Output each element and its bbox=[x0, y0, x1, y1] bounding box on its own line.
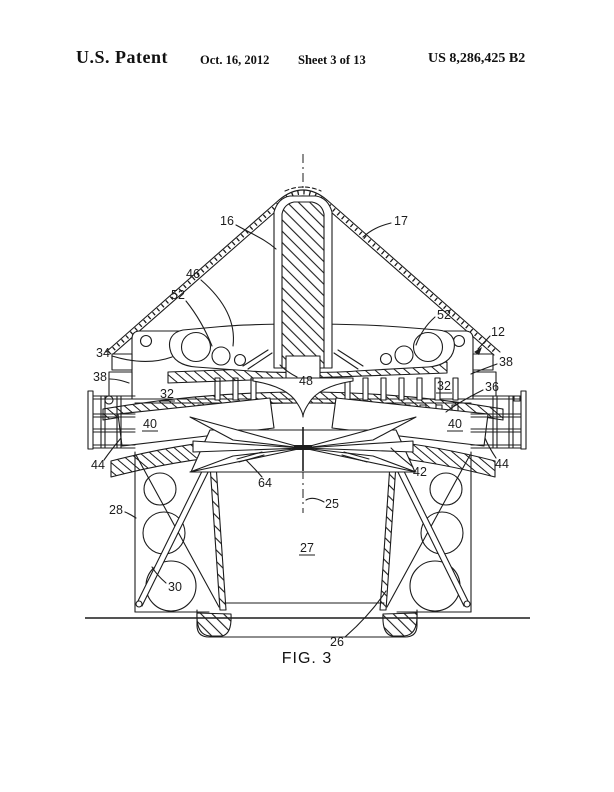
leader-38-right bbox=[470, 363, 498, 375]
bin-and-base bbox=[85, 602, 530, 638]
ref-label-16: 16 bbox=[220, 214, 234, 228]
leader-34 bbox=[111, 355, 173, 362]
left-side-rails bbox=[87, 390, 136, 450]
header-patent-number: US 8,286,425 B2 bbox=[428, 51, 526, 66]
leader-44-right bbox=[484, 437, 497, 459]
ref-label-38R: 38 bbox=[499, 355, 513, 369]
leader-38-left bbox=[109, 378, 130, 384]
ref-label-30: 30 bbox=[168, 580, 182, 594]
ref-label-12: 12 bbox=[491, 325, 505, 339]
leader-52-right bbox=[415, 316, 436, 346]
figure-caption: FIG. 3 bbox=[281, 650, 333, 667]
ref-label-40R: 40 bbox=[448, 417, 462, 431]
ref-label-36: 36 bbox=[485, 380, 499, 394]
ref-label-52R: 52 bbox=[437, 308, 451, 322]
leader-25 bbox=[305, 497, 325, 503]
leader-42 bbox=[390, 447, 414, 468]
ref-label-48: 48 bbox=[299, 374, 313, 388]
header-title: U.S. Patent bbox=[76, 47, 168, 67]
ref-label-42: 42 bbox=[413, 465, 427, 479]
leader-26 bbox=[344, 590, 387, 638]
ref-label-28: 28 bbox=[109, 503, 123, 517]
ref-label-17: 17 bbox=[394, 214, 408, 228]
leader-44-left bbox=[103, 437, 122, 461]
central-mast bbox=[273, 195, 333, 369]
ref-label-32L: 32 bbox=[160, 387, 174, 401]
ref-label-40L: 40 bbox=[143, 417, 157, 431]
ref-label-38L: 38 bbox=[93, 370, 107, 384]
right-side-rails bbox=[470, 390, 527, 450]
ref-label-26: 26 bbox=[330, 635, 344, 649]
leader-30 bbox=[151, 566, 167, 584]
left-support-leg bbox=[134, 449, 227, 613]
ref-label-27: 27 bbox=[300, 541, 314, 555]
ref-label-25: 25 bbox=[325, 497, 339, 511]
ref-label-34: 34 bbox=[96, 346, 110, 360]
leader-lines bbox=[103, 222, 498, 638]
header-sheet-number: Sheet 3 of 13 bbox=[298, 53, 366, 67]
right-support-leg bbox=[379, 449, 472, 613]
leader-52-left bbox=[185, 300, 213, 347]
leader-48 bbox=[279, 364, 298, 378]
ref-label-52L: 52 bbox=[171, 288, 185, 302]
ref-label-44R: 44 bbox=[495, 457, 509, 471]
leader-64 bbox=[245, 459, 263, 478]
leader-12 bbox=[477, 335, 491, 350]
header-date: Oct. 16, 2012 bbox=[200, 53, 270, 67]
diagonal-braces bbox=[242, 349, 364, 370]
ref-label-44L: 44 bbox=[91, 458, 105, 472]
ref-label-64: 64 bbox=[258, 476, 272, 490]
leader-46 bbox=[200, 279, 234, 347]
leader-12-arrowhead bbox=[474, 347, 482, 355]
ref-label-32R: 32 bbox=[437, 379, 451, 393]
ref-label-46: 46 bbox=[186, 267, 200, 281]
leader-36 bbox=[445, 389, 484, 413]
leader-16 bbox=[235, 224, 277, 250]
leader-17 bbox=[362, 222, 392, 238]
leader-28 bbox=[124, 511, 137, 519]
funnel-droplet bbox=[252, 377, 354, 418]
